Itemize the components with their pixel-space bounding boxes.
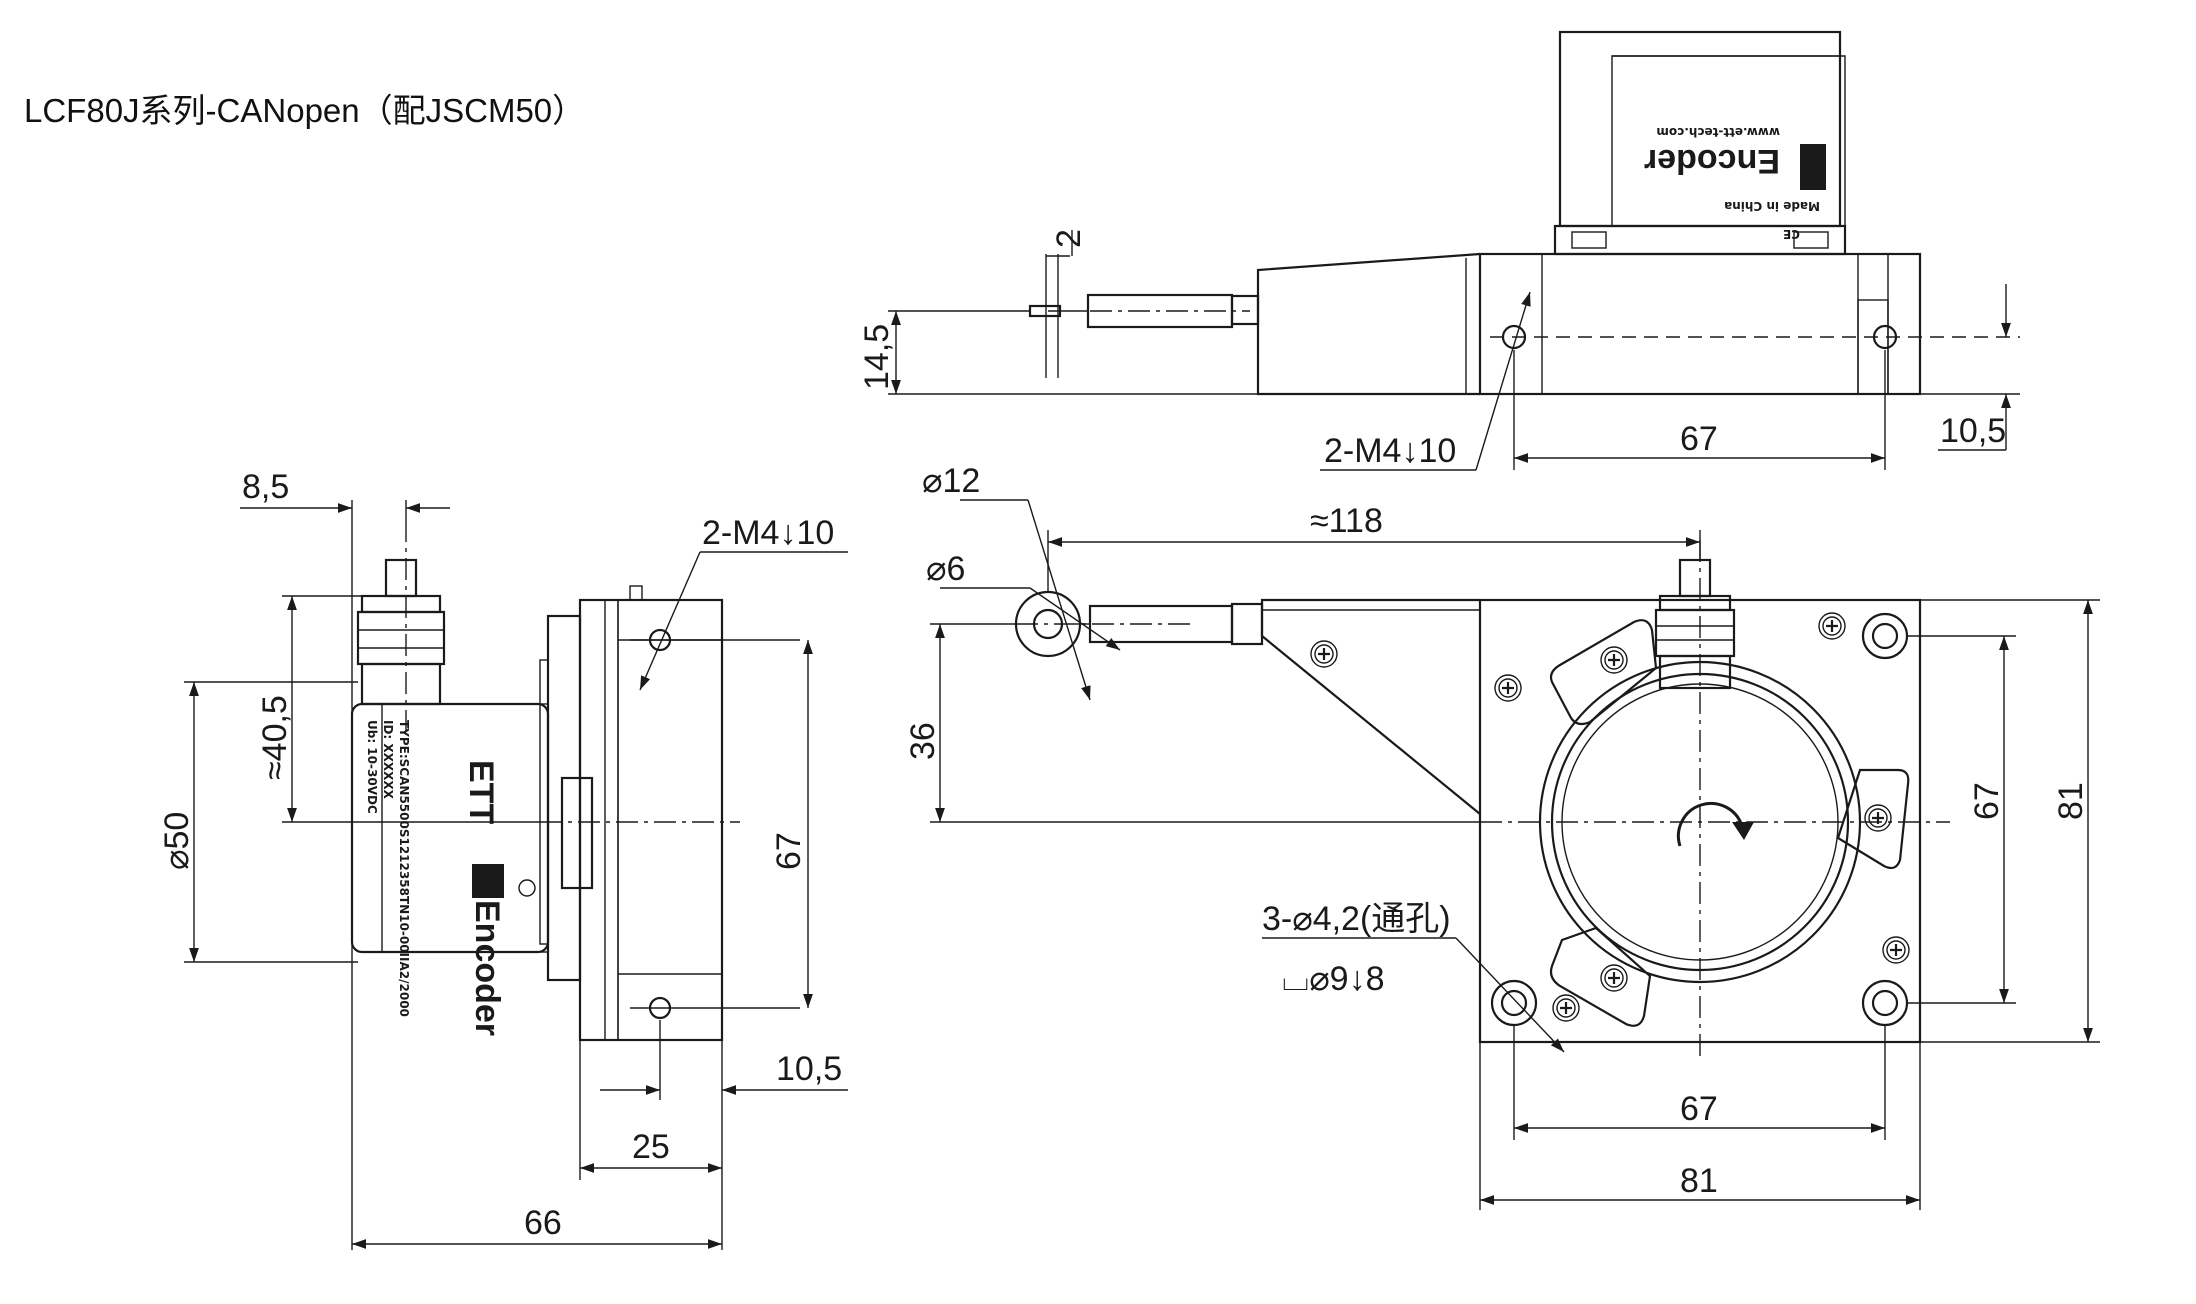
dim-side-66: 66 xyxy=(524,1204,562,1242)
top-ce-mark: CE xyxy=(1783,227,1800,241)
dim-side-10-5: 10,5 xyxy=(776,1050,842,1088)
dim-top-2: 2 xyxy=(1050,229,1088,248)
side-encoder-body: TYPE:SCAN5500S1212358TN10-00IIA2/2000 ID… xyxy=(350,702,550,1036)
side-view: TYPE:SCAN5500S1212358TN10-00IIA2/2000 ID… xyxy=(158,468,848,1250)
side-encoder-label: Encoder xyxy=(468,900,506,1036)
screw-icon xyxy=(1817,611,1847,641)
dim-top-2-m4: 2-M4↓10 xyxy=(1324,432,1456,470)
top-encoder-url: www.ett-tech.com xyxy=(1656,125,1780,139)
screw-icon xyxy=(1599,645,1629,675)
dim-front-9-8: ⌴⌀9↓8 xyxy=(1282,960,1385,998)
dim-side-40-5: ≈40,5 xyxy=(256,695,294,780)
front-view: ⌀12 ⌀6 ≈118 36 67 81 xyxy=(904,462,2100,1210)
dim-front-3-hole: 3-⌀4,2(通孔) xyxy=(1262,900,1451,938)
rotation-arrow-icon xyxy=(1676,801,1744,847)
dim-top-10-5: 10,5 xyxy=(1940,412,2006,450)
dim-top-14-5: 14,5 xyxy=(858,324,896,390)
screw-icon xyxy=(1493,673,1523,703)
dim-front-36: 36 xyxy=(904,722,942,760)
dim-side-50: ⌀50 xyxy=(158,812,196,870)
dim-side-67: 67 xyxy=(770,832,808,870)
dim-side-2-m4: 2-M4↓10 xyxy=(702,514,834,552)
side-label-line1: TYPE:SCAN5500S1212358TN10-00IIA2/2000 xyxy=(397,720,411,1017)
side-cable-gland xyxy=(356,558,446,706)
dim-front-81-h: 81 xyxy=(1680,1162,1718,1200)
front-cable-gland xyxy=(1654,558,1736,690)
front-dimensions: ⌀12 ⌀6 ≈118 36 67 81 xyxy=(904,462,2100,1210)
screw-icon xyxy=(1599,963,1629,993)
screw-icon xyxy=(1309,639,1339,669)
dim-front-12: ⌀12 xyxy=(922,462,980,500)
page-title: LCF80J系列-CANopen（配JSCM50） xyxy=(24,92,586,129)
dim-front-6: ⌀6 xyxy=(926,550,965,588)
dim-side-8-5: 8,5 xyxy=(242,468,289,506)
side-dimensions: 8,5 2-M4↓10 ≈40,5 ⌀50 67 10,5 xyxy=(158,468,848,1250)
dim-front-67-h: 67 xyxy=(1680,1090,1718,1128)
top-made-in: Made in China xyxy=(1724,199,1820,213)
screw-icon xyxy=(1551,993,1581,1023)
top-main-body xyxy=(1028,252,2020,396)
dim-side-25: 25 xyxy=(632,1128,670,1166)
side-label-line2: ID: XXXXXX xyxy=(381,720,395,800)
screw-icon xyxy=(1863,803,1893,833)
side-label-line3: Ub: 10-30VDC xyxy=(365,720,379,814)
top-encoder-label: Encoder xyxy=(1644,142,1780,180)
dim-front-81-v: 81 xyxy=(2052,782,2090,820)
top-encoder-housing: Encoder www.ett-tech.com Made in China C… xyxy=(1553,30,1847,256)
dim-front-118: ≈118 xyxy=(1310,502,1383,540)
side-flange xyxy=(539,585,724,1042)
side-logo: ETT xyxy=(462,760,500,824)
top-dimensions: 2 14,5 2-M4↓10 67 10,5 xyxy=(858,229,2020,471)
dim-top-67: 67 xyxy=(1680,420,1718,458)
top-view: Encoder www.ett-tech.com Made in China C… xyxy=(858,30,2020,471)
screw-icon xyxy=(1881,935,1911,965)
dim-front-67-v: 67 xyxy=(1968,782,2006,820)
